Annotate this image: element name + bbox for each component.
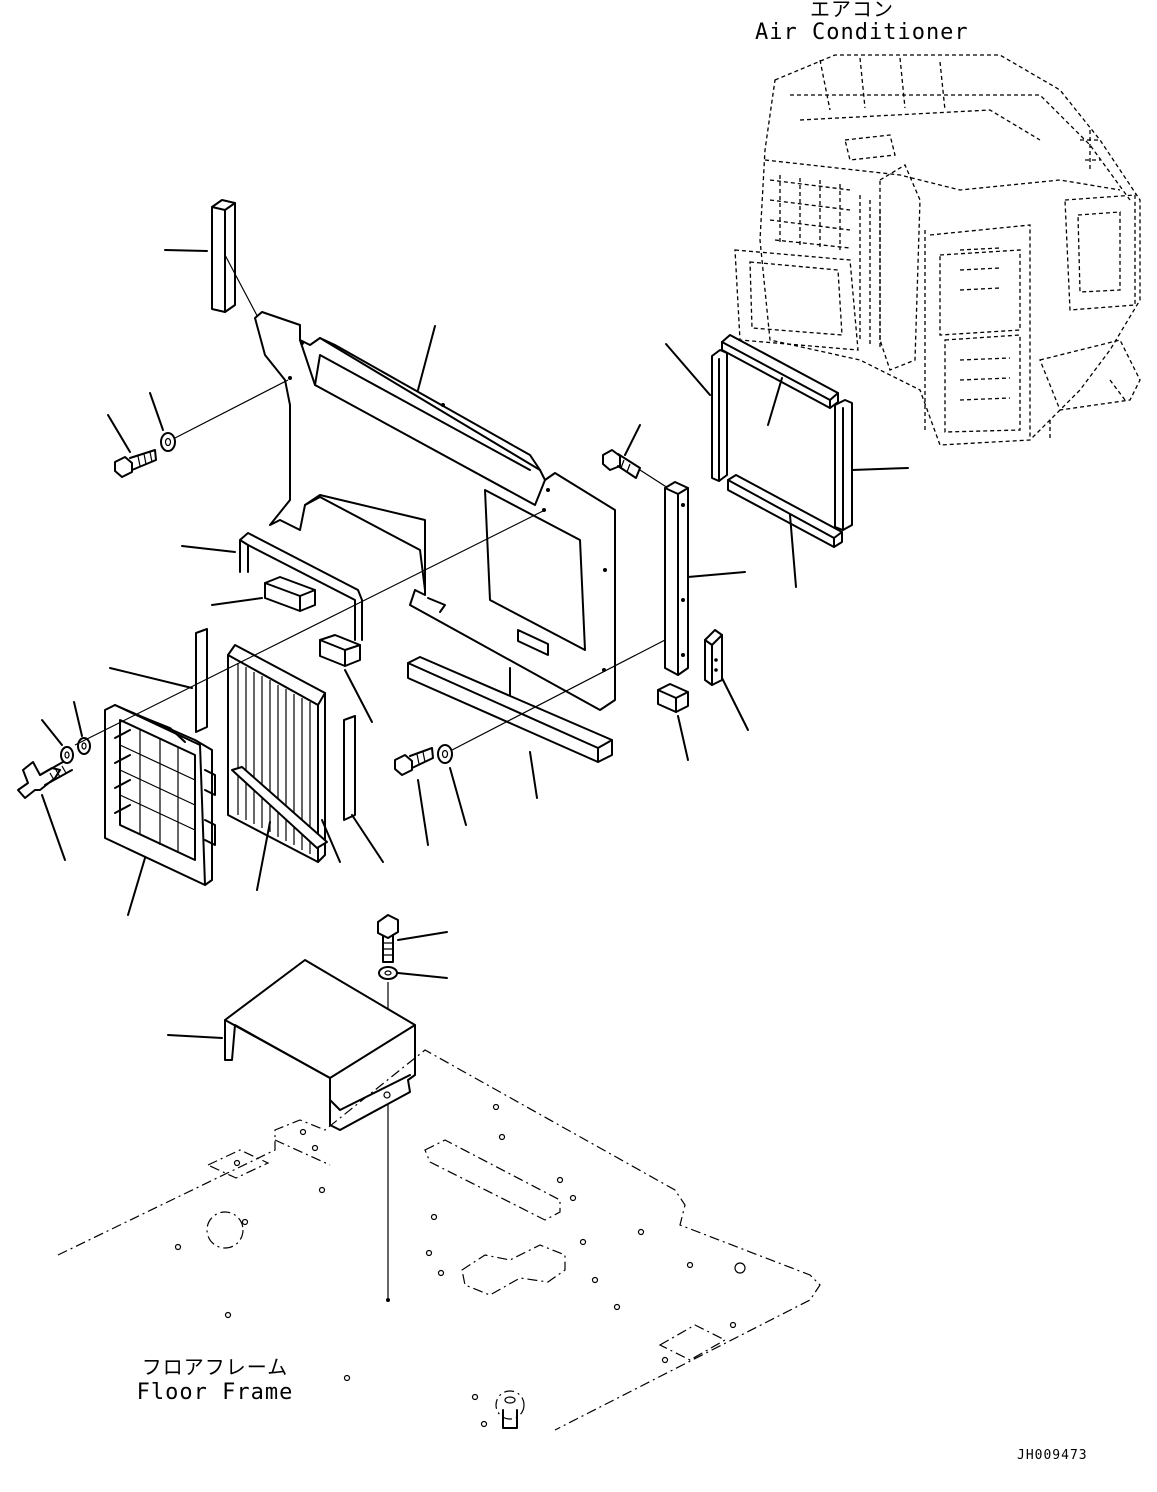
foam-strip-left [109, 628, 208, 733]
mount-point-lower [386, 1298, 390, 1302]
foam-strip-bottom [231, 766, 328, 891]
floor-frame-label-jp: フロアフレーム [141, 1355, 289, 1379]
guide-line-upper-right [639, 469, 669, 489]
foam-bar-lower [407, 656, 613, 799]
bolt-upper-right [602, 424, 641, 479]
foam-seal-upper [164, 199, 263, 326]
floor-frame [57, 1049, 821, 1431]
foam-block-a [211, 576, 316, 612]
drawing-code: JH009473 [1017, 1448, 1088, 1463]
washer-center [437, 744, 467, 826]
foam-frame-left-bar [665, 343, 728, 482]
bolt-center [394, 747, 434, 846]
rod-seal-u [181, 532, 363, 641]
main-panel-duct [254, 311, 616, 711]
bolt-upper-left [107, 414, 157, 478]
bracket-vertical [664, 481, 746, 676]
guide-line-upper-left [174, 379, 289, 439]
guide-line-center [451, 639, 666, 751]
wing-bolt-left [17, 757, 73, 861]
floor-cover-plate [167, 959, 416, 1131]
foam-frame-bottom-bar [727, 474, 843, 588]
guide-line-diagonal [74, 509, 546, 746]
foam-strip-right [343, 715, 384, 863]
washer-lower [378, 966, 448, 980]
washer-left-a [41, 719, 74, 764]
foam-frame-right-bar [834, 399, 909, 531]
foam-frame-top-bar [721, 334, 839, 426]
air-conditioner-unit [734, 54, 1141, 446]
bolt-lower [377, 914, 448, 963]
front-cover-grille [104, 704, 216, 916]
air-conditioner-label-en: Air Conditioner [755, 20, 969, 45]
washer-upper-left [149, 392, 176, 452]
air-conditioner-label-jp: エアコン [810, 0, 894, 21]
foam-block-b [319, 634, 373, 723]
floor-frame-label-en: Floor Frame [136, 1380, 294, 1405]
washer-left-b [73, 701, 91, 755]
filter-element [227, 644, 341, 863]
foam-cube-right [657, 683, 689, 761]
clip-right [704, 629, 749, 731]
